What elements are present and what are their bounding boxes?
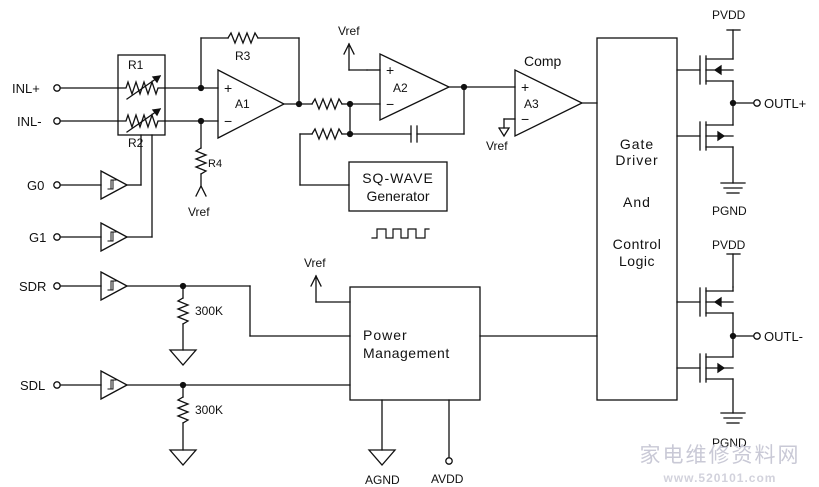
inl-plus-pin [53, 84, 61, 92]
a2-plus-sign: + [386, 62, 394, 78]
r1-resistor [117, 79, 166, 97]
watermark-chinese: 家电维修资料网 [640, 443, 801, 467]
g1-schmitt-buffer [100, 221, 129, 253]
outl-plus-pin [753, 99, 761, 107]
comp-label: Comp [524, 53, 562, 69]
a1-opamp [217, 68, 286, 140]
g1-label: G1 [29, 230, 46, 245]
power-label-line1: Power [363, 327, 408, 343]
inl-minus-label: INL- [17, 114, 42, 129]
square-wave-symbol [371, 228, 430, 239]
outl-minus-pin [753, 332, 761, 340]
pvdd-bottom-label: PVDD [712, 238, 746, 252]
a1-label: A1 [235, 97, 250, 111]
gate-driver-block [596, 37, 678, 401]
sdl-label: SDL [20, 378, 45, 393]
a1-plus-sign: + [224, 80, 232, 96]
vref-label-a3: Vref [486, 139, 508, 153]
gate-label-line5: Logic [619, 253, 655, 269]
a3-minus-sign: − [521, 111, 529, 127]
a3-plus-sign: + [521, 79, 529, 95]
r1-label: R1 [128, 58, 144, 72]
power-label-line2: Management [363, 345, 450, 361]
g0-pin [53, 181, 61, 189]
sdl-schmitt-buffer [100, 369, 129, 401]
series-resistor-top [311, 97, 343, 111]
outl-minus-label: OUTL- [764, 329, 803, 344]
res-300k-bottom-label: 300K [195, 403, 223, 417]
avdd-pin [445, 457, 453, 465]
pulldown-300k-sdl [176, 396, 190, 424]
vref-label-r4: Vref [188, 205, 210, 219]
g0-schmitt-buffer [100, 169, 129, 201]
pgnd-bottom-label: PGND [712, 436, 747, 450]
a3-label: A3 [524, 97, 539, 111]
gate-label-line4: Control [613, 236, 662, 252]
sq-wave-label-line1: SQ-WAVE [362, 170, 434, 186]
sq-wave-label-line2: Generator [366, 188, 429, 204]
gate-label-line3: And [623, 194, 651, 210]
res-300k-top-label: 300K [195, 304, 223, 318]
sq-wave-generator-block [348, 161, 448, 212]
vref-label-pm: Vref [304, 256, 326, 270]
a2-label: A2 [393, 81, 408, 95]
a1-minus-sign: − [224, 113, 232, 129]
a2-opamp [379, 52, 451, 122]
r4-label: R4 [208, 158, 222, 170]
series-resistor-bottom [311, 127, 343, 141]
gate-label-line1: Gate [620, 136, 654, 152]
pulldown-300k-sdr [176, 297, 190, 325]
power-management-block [349, 286, 481, 401]
gate-label-line2: Driver [615, 152, 658, 168]
sdr-pin [53, 282, 61, 290]
a2-minus-sign: − [386, 96, 394, 112]
vref-label-a2: Vref [338, 24, 360, 38]
a3-comparator [514, 68, 584, 138]
avdd-label: AVDD [431, 472, 464, 486]
watermark-url: www.520101.com [663, 471, 777, 485]
inl-plus-label: INL+ [12, 81, 40, 96]
sdr-label: SDR [19, 279, 46, 294]
agnd-label: AGND [365, 473, 400, 487]
r4-resistor [194, 147, 208, 175]
pvdd-top-label: PVDD [712, 8, 746, 22]
sdl-pin [53, 381, 61, 389]
r3-label: R3 [235, 49, 251, 63]
pgnd-top-label: PGND [712, 204, 747, 218]
r2-resistor [117, 112, 166, 130]
r2-label: R2 [128, 136, 144, 150]
outl-plus-label: OUTL+ [764, 96, 806, 111]
inl-minus-pin [53, 117, 61, 125]
g0-label: G0 [27, 178, 44, 193]
g1-pin [53, 233, 61, 241]
r3-resistor [227, 31, 259, 45]
sdr-schmitt-buffer [100, 270, 129, 302]
